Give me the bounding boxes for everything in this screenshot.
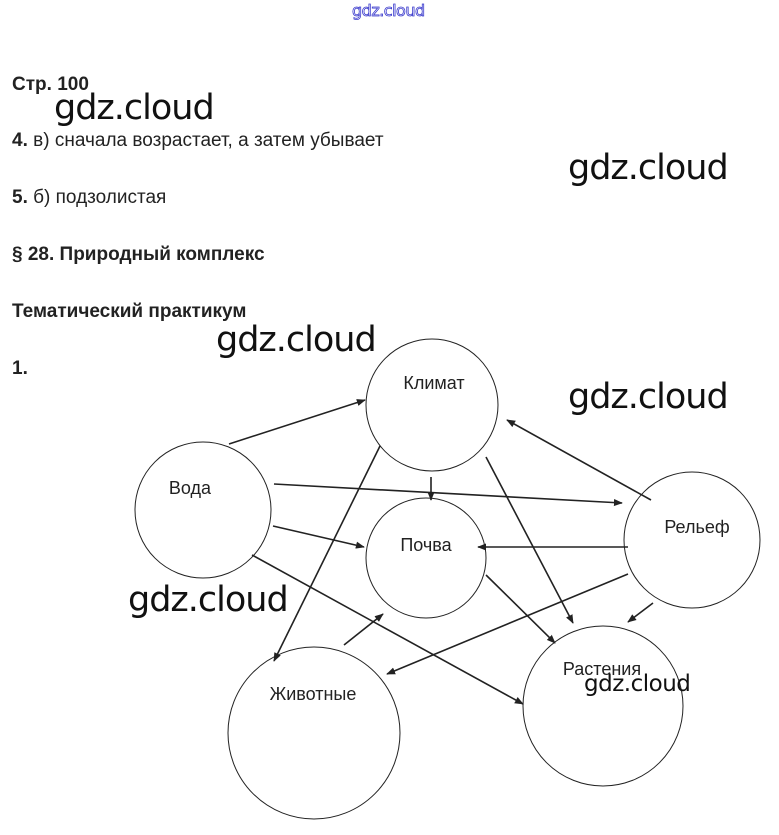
answer-5-text: б) подзолистая xyxy=(27,187,167,208)
node-circle-animals xyxy=(227,646,401,820)
node-circle-relief xyxy=(623,471,761,609)
node-circle-climate xyxy=(365,338,499,472)
node-circle-water xyxy=(134,441,272,579)
answer-4-number: 4. xyxy=(12,130,28,151)
node-label-relief: Рельеф xyxy=(664,517,730,537)
answer-5-number: 5. xyxy=(12,187,28,208)
watermark: gdz.cloud xyxy=(584,671,691,697)
watermark-top: gdz.cloud xyxy=(352,1,426,21)
arrow-water-to-plants xyxy=(251,554,524,705)
section-title: § 28. Природный комплекс xyxy=(12,244,265,265)
node-label-soil: Почва xyxy=(400,535,452,555)
watermark: gdz.cloud xyxy=(54,88,215,128)
arrow-relief-to-plants xyxy=(627,602,654,623)
arrow-water-to-relief xyxy=(273,483,623,507)
arrow-soil-to-plants xyxy=(485,574,556,644)
node-label-plants: Растения xyxy=(563,659,641,679)
watermark: gdz.cloud xyxy=(568,377,729,417)
page-reference: Стр. 100 xyxy=(12,74,89,95)
arrow-climate-to-plants xyxy=(485,456,574,624)
node-circle-plants xyxy=(522,625,684,787)
arrow-relief-to-climate xyxy=(506,419,652,501)
watermark: gdz.cloud xyxy=(216,320,377,360)
arrow-climate-to-animals xyxy=(273,445,381,662)
node-label-animals: Животные xyxy=(270,684,357,704)
node-circle-soil xyxy=(365,497,487,619)
arrow-water-to-climate xyxy=(228,399,366,445)
watermark: gdz.cloud xyxy=(568,148,729,188)
arrow-relief-to-animals xyxy=(386,573,629,675)
task-number: 1. xyxy=(12,358,28,379)
arrow-animals-to-soil xyxy=(343,613,384,646)
watermark: gdz.cloud xyxy=(128,580,289,620)
answer-5: 5. б) подзолистая xyxy=(12,187,166,209)
answer-4-text: в) сначала возрастает, а затем убывает xyxy=(27,130,384,151)
arrow-water-to-soil xyxy=(272,525,365,549)
answer-4: 4. в) сначала возрастает, а затем убывае… xyxy=(12,130,384,152)
node-label-water: Вода xyxy=(169,478,212,498)
subsection-title: Тематический практикум xyxy=(12,301,247,322)
node-label-climate: Климат xyxy=(403,373,464,393)
